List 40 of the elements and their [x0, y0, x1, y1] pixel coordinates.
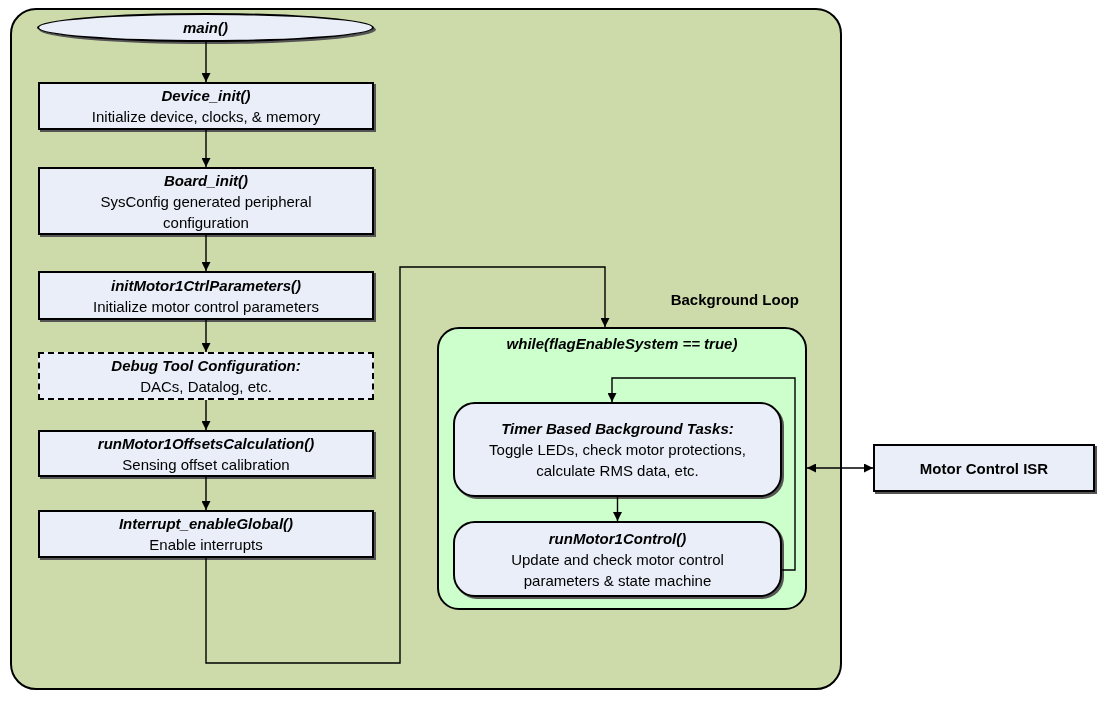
process-box — [38, 167, 374, 235]
function-name: Board_init() — [162, 170, 250, 191]
process-box — [38, 430, 374, 477]
function-name: runMotor1Control() — [547, 528, 688, 549]
arrow — [201, 319, 211, 353]
description-text: Initialize device, clocks, & memory — [90, 107, 322, 127]
description-text: DACs, Datalog, etc. — [139, 377, 273, 397]
arrow — [201, 476, 211, 511]
function-name: Debug Tool Configuration: — [110, 356, 302, 376]
loop-heading: Background Loop — [670, 290, 799, 310]
arrow — [201, 129, 211, 168]
process-box — [38, 271, 374, 320]
arrow — [201, 399, 211, 431]
process-box — [38, 82, 374, 130]
arrow — [201, 234, 211, 272]
arrow — [201, 41, 211, 83]
function-name: Motor Control ISR — [918, 458, 1050, 479]
function-name: while(flagEnableSystem == true) — [505, 334, 739, 354]
arrow — [613, 496, 622, 522]
function-name: main() — [182, 18, 229, 38]
process-box — [38, 510, 374, 558]
description-text: Enable interrupts — [148, 535, 264, 555]
arrow — [607, 377, 796, 571]
function-name: runMotor1OffsetsCalculation() — [96, 433, 316, 454]
description-text: Toggle LEDs, check motor protections, calculate RMS data, etc. — [488, 440, 747, 481]
isr-box — [873, 444, 1095, 492]
arrow — [806, 463, 874, 473]
function-name: initMotor1CtrlParameters() — [109, 275, 302, 296]
description-text: SysConfig generated peripheral configuration — [99, 191, 313, 233]
task-box — [453, 521, 782, 597]
task-box — [453, 402, 782, 497]
description-text: Sensing offset calibration — [121, 454, 291, 475]
function-name: Timer Based Background Tasks: — [500, 419, 735, 439]
function-name: Device_init() — [160, 86, 252, 106]
function-name: Interrupt_enableGlobal() — [117, 514, 295, 534]
description-text: Initialize motor control parameters — [92, 296, 320, 317]
background-panel — [10, 8, 842, 690]
arrow — [205, 266, 610, 664]
description-text: Update and check motor control parameters & state machine — [510, 549, 725, 591]
optional-process-box — [38, 352, 374, 400]
